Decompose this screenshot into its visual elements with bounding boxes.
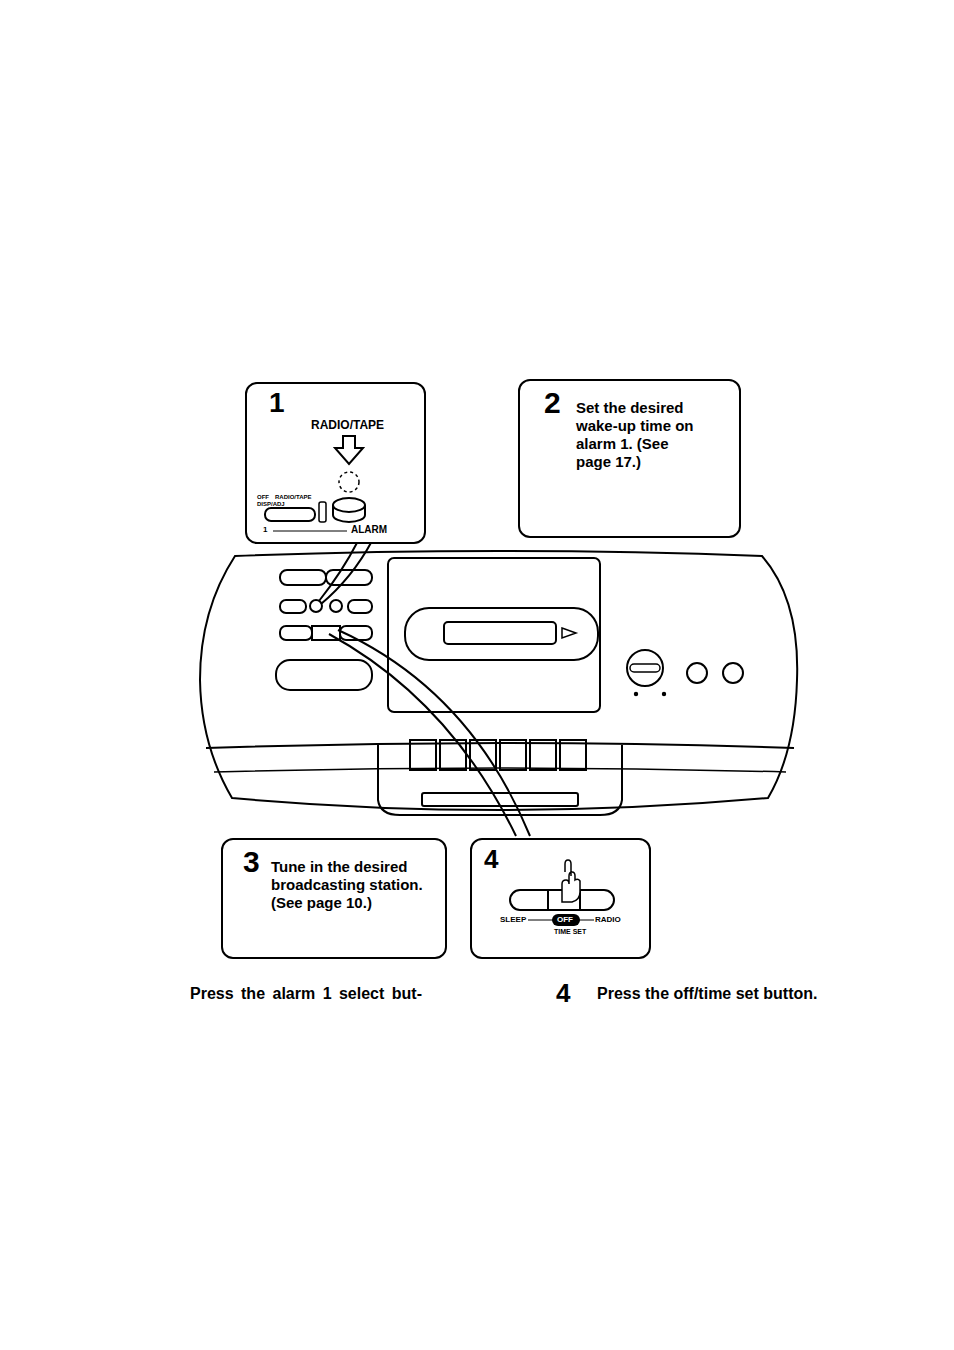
control-button: [348, 600, 372, 613]
step-number: 3: [243, 844, 260, 880]
instruction-text: Press the alarm 1 select but-: [190, 985, 422, 1003]
group-label: ALARM: [351, 524, 387, 536]
alarm-select-button: [310, 600, 322, 612]
switch-label: SLEEP: [500, 915, 526, 925]
switch-label: OFF: [257, 494, 269, 501]
switch-label: TIME SET: [554, 928, 586, 936]
callout-box: 2 Set the desired wake-up time on alarm 1…: [518, 379, 741, 538]
display-slot: [444, 622, 556, 644]
leader-line: [338, 630, 530, 836]
control-button: [280, 570, 326, 585]
button-name: RADIO/TAPE: [311, 418, 384, 432]
leader-line: [321, 541, 372, 604]
step-number: 2: [544, 385, 561, 421]
step-number: 4: [556, 978, 570, 1009]
switch-label: RADIO: [595, 915, 621, 925]
control-button: [280, 626, 312, 640]
radio-body: [200, 551, 797, 810]
pointing-hand: [562, 860, 580, 902]
control-button: [276, 660, 372, 690]
control-button: [330, 600, 342, 612]
down-arrow: [335, 436, 363, 464]
callout-box: 3 Tune in the desired broadcasting statio…: [221, 838, 447, 959]
cassette-door: [388, 558, 600, 712]
instruction-text: Set the desired wake-up time on alarm 1.…: [576, 399, 706, 471]
instruction-text: Tune in the desired broadcasting station…: [271, 858, 439, 912]
switch-label: 1: [263, 525, 267, 535]
switch-label: OFF: [557, 915, 573, 925]
callout-box: 1RADIO/TAPEOFFRADIO/TAPEDISP/ADJ1ALARM: [245, 382, 426, 544]
step-number: 1: [269, 386, 285, 420]
jack: [687, 663, 707, 683]
knob-slot: [630, 664, 660, 672]
cassette-window: [405, 608, 598, 660]
switch-label: DISP/ADJ: [257, 501, 285, 508]
jack: [723, 663, 743, 683]
control-button: [280, 600, 306, 613]
instruction-text: Press the off/time set button.: [597, 985, 817, 1003]
play-mark: [562, 628, 576, 638]
deck-keys: [410, 740, 586, 770]
switch-label: RADIO/TAPE: [275, 494, 312, 501]
leader-line: [329, 634, 516, 836]
control-sketch: [472, 840, 653, 961]
tuning-knob: [627, 650, 663, 686]
callout-box: 4SLEEP OFF RADIO TIME SET: [470, 838, 651, 959]
off-pill: [552, 914, 580, 926]
step-number: 4: [484, 844, 498, 875]
